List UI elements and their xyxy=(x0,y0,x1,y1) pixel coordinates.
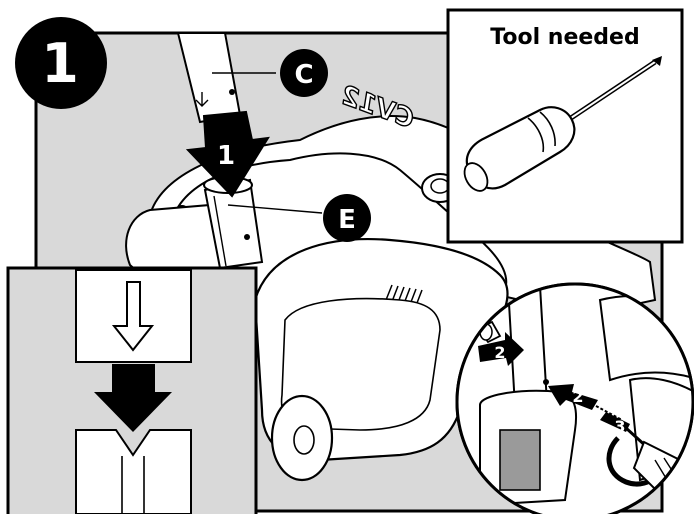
handle-tube-c-arrow-mark xyxy=(195,92,209,107)
detail-arrow-2b: 2 xyxy=(548,384,598,410)
inset-detail-circle: 2 2 3 xyxy=(455,282,694,514)
adjust-knob-cap xyxy=(430,178,450,194)
step-number: 1 xyxy=(41,32,79,95)
callout-c-label: C xyxy=(294,60,313,90)
inset-lower-tube xyxy=(75,429,192,514)
detail-arrow-2b-label: 2 xyxy=(572,387,583,406)
tool-needed-title: Tool needed xyxy=(490,25,639,50)
detail-arrow-3-label: 3 xyxy=(614,417,625,436)
detail-arrow-2a: 2 xyxy=(478,332,524,366)
front-wheel-hub xyxy=(293,425,315,455)
callout-e: E xyxy=(323,194,371,242)
screwdriver-icon xyxy=(463,56,662,192)
insert-arrow-label: 1 xyxy=(217,141,235,171)
insert-arrow-1: 1 xyxy=(185,110,270,198)
detail-arrow-2a-label: 2 xyxy=(494,343,505,362)
detail-arrow-3: 3 xyxy=(600,412,630,436)
step-badge: 1 xyxy=(15,17,107,109)
callout-e-label: E xyxy=(338,205,356,235)
inset-solid-arrow xyxy=(94,364,172,432)
inset-detail-left xyxy=(6,266,258,514)
tool-needed-box: Tool needed xyxy=(446,8,684,244)
callout-e-leader xyxy=(227,204,323,214)
inset-hollow-arrow xyxy=(111,281,155,352)
callout-c: C xyxy=(280,49,328,97)
